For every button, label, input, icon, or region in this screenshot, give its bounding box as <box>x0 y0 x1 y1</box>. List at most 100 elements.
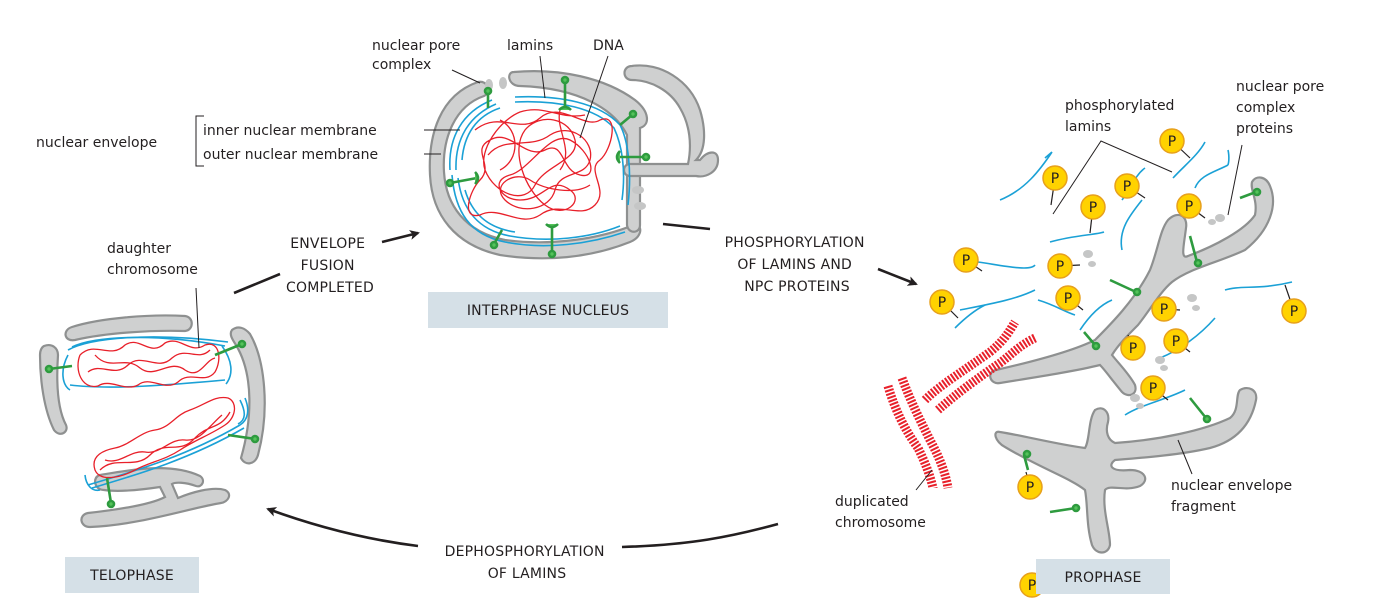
phosphate-symbol: P <box>1185 199 1193 215</box>
phosphate-circle <box>1114 173 1140 199</box>
interphase-stage-label: INTERPHASE NUCLEUS <box>467 303 629 319</box>
phosphate-group: P <box>1140 375 1169 401</box>
phosphate-symbol: P <box>1051 171 1059 187</box>
phosphate-group: P <box>1047 253 1081 279</box>
leader-line <box>1227 144 1243 216</box>
daughter-chromosome <box>77 340 220 388</box>
phosphate-group: P <box>1042 165 1068 206</box>
telophase-nuclei <box>38 314 266 529</box>
envelope-fragment <box>64 314 193 342</box>
phosphate-symbol: P <box>1129 341 1137 357</box>
arrow-to-telophase <box>266 507 419 548</box>
phosphate-circle <box>1159 128 1185 154</box>
phosphate-group: P <box>1017 471 1043 500</box>
transition-envelope-fusion: ENVELOPE FUSION COMPLETED <box>233 230 420 296</box>
envelope-fusion-label: ENVELOPE FUSION COMPLETED <box>286 236 374 296</box>
leader-line <box>1052 140 1173 215</box>
phosphate-symbol: P <box>1172 334 1180 350</box>
phosphate-group: P <box>1151 296 1181 322</box>
arrow-tail <box>621 522 779 549</box>
nuclear-envelope-fragment-label: nuclear envelope fragment <box>1171 478 1297 515</box>
npc-protein-fragments <box>1083 214 1225 409</box>
outer-membrane-label: outer nuclear membrane <box>203 147 378 163</box>
daughter-chromosome-label: daughter chromosome <box>107 241 198 278</box>
leader-line <box>1177 439 1193 475</box>
phosphate-symbol: P <box>1160 302 1168 318</box>
interphase-labels: nuclear pore complex lamins DNA nuclear … <box>36 38 624 167</box>
phosphorylation-label: PHOSPHORYLATION OF LAMINS AND NPC PROTEI… <box>725 235 870 295</box>
phosphate-group: P <box>1176 193 1206 219</box>
telophase-stage-label: TELOPHASE <box>89 568 174 584</box>
envelope-fragment <box>38 344 68 435</box>
phosphate-circle <box>1176 193 1202 219</box>
phosphate-symbol: P <box>962 253 970 269</box>
phosphate-circle <box>1055 285 1081 311</box>
phosphate-symbol: P <box>1064 291 1072 307</box>
phosphate-group: P <box>1114 173 1146 199</box>
dna-chromatin <box>487 109 592 210</box>
arrow-tail <box>662 222 711 231</box>
phosphate-circle <box>929 289 955 315</box>
phosphate-symbol: P <box>1149 381 1157 397</box>
arrow-to-prophase <box>877 267 918 286</box>
duplicated-chromosome <box>883 319 1038 490</box>
bracket <box>195 115 204 167</box>
er-continuous-membrane <box>622 64 720 178</box>
phosphate-group: P <box>1055 285 1084 311</box>
phosphate-circle <box>1163 328 1189 354</box>
phosphate-group: P <box>929 289 959 319</box>
telophase-labels: daughter chromosome <box>107 241 200 349</box>
arrow-to-interphase <box>381 230 420 244</box>
phosphate-symbol: P <box>1123 179 1131 195</box>
nuclear-pore-complex-label: nuclear pore complex <box>372 38 465 73</box>
phosphate-symbol: P <box>1028 578 1036 594</box>
phosphate-symbol: P <box>1290 304 1298 320</box>
membrane-proteins <box>1022 187 1262 514</box>
envelope-fragment <box>989 176 1275 397</box>
phosphate-circle <box>1140 375 1166 401</box>
phosphate-circle <box>1151 296 1177 322</box>
membrane-proteins <box>445 75 651 259</box>
phosphate-circle <box>1080 194 1106 220</box>
phosphate-circle <box>1042 165 1068 191</box>
dna-chromatin <box>467 109 613 220</box>
nuclear-envelope-label: nuclear envelope <box>36 135 157 151</box>
daughter-chromosome <box>93 396 236 479</box>
envelope-fragment <box>229 326 266 465</box>
nuclear-envelope-segment <box>508 70 648 233</box>
phosphorylated-lamins-label: phosphorylated lamins <box>1065 98 1179 135</box>
lamin-meshwork <box>62 336 249 492</box>
prophase-stage-box: PROPHASE <box>1036 559 1170 594</box>
envelope-fragment <box>994 386 1258 554</box>
leader-line <box>915 469 933 491</box>
prophase-labels: phosphorylated lamins nuclear pore compl… <box>835 79 1329 531</box>
phosphate-group: P <box>1080 194 1106 234</box>
phosphate-group: P <box>1120 334 1146 361</box>
interphase-nucleus <box>428 64 720 260</box>
phosphate-group: P <box>953 247 983 273</box>
duplicated-chromosome-label: duplicated chromosome <box>835 494 926 531</box>
phosphate-circle <box>1017 474 1043 500</box>
phosphate-circle <box>953 247 979 273</box>
dephosphorylation-label: DEPHOSPHORYLATION OF LAMINS <box>445 544 610 582</box>
leader-line <box>579 55 609 139</box>
phosphate-circle <box>1281 298 1307 324</box>
interphase-stage-box: INTERPHASE NUCLEUS <box>428 292 668 328</box>
transition-phosphorylation: PHOSPHORYLATION OF LAMINS AND NPC PROTEI… <box>662 222 918 295</box>
leader-line <box>539 55 546 99</box>
phosphate-symbol: P <box>1056 259 1064 275</box>
leader-line <box>451 69 481 84</box>
phosphate-symbol: P <box>938 295 946 311</box>
phosphate-symbol: P <box>1168 134 1176 150</box>
phosphate-group: P <box>1281 284 1307 324</box>
transition-dephosphorylation: DEPHOSPHORYLATION OF LAMINS <box>266 507 779 582</box>
npc-proteins-label: nuclear pore complex proteins <box>1236 79 1329 137</box>
phosphate-group: P <box>1159 128 1191 159</box>
phosphate-symbol: P <box>1089 200 1097 216</box>
telophase-stage-box: TELOPHASE <box>65 557 199 593</box>
phosphate-circle <box>1120 335 1146 361</box>
leader-line <box>195 287 200 349</box>
phosphate-symbol: P <box>1026 480 1034 496</box>
